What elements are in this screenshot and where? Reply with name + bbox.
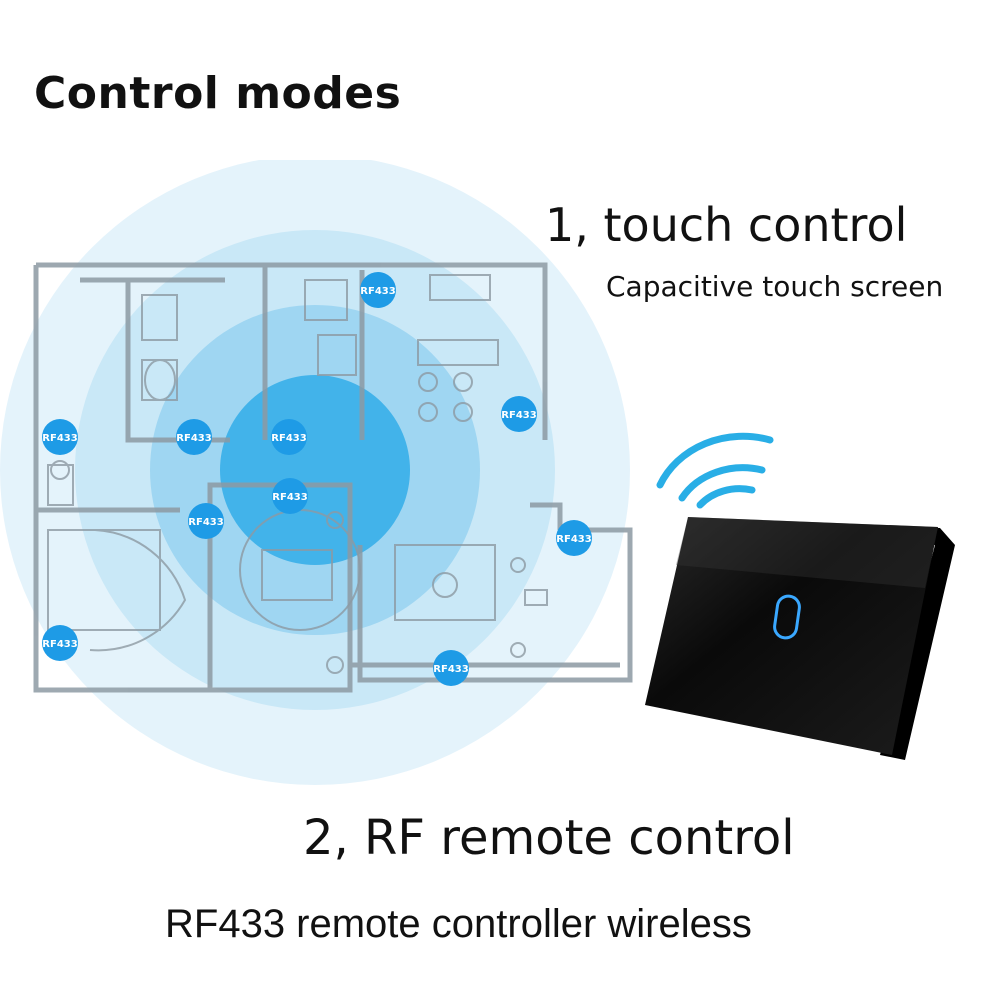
rf433-nodes: RF433 RF433 RF433 RF433 RF433 RF433 RF43…: [42, 272, 592, 686]
rf433-node: RF433: [176, 419, 212, 455]
rf433-node-label: RF433: [556, 534, 591, 545]
rf433-node-label: RF433: [360, 286, 395, 297]
floor-plan-diagram: RF433 RF433 RF433 RF433 RF433 RF433 RF43…: [0, 160, 633, 785]
rf433-node: RF433: [501, 396, 537, 432]
touch-switch-device: [645, 432, 955, 760]
plan-walls: [33, 262, 633, 693]
rf433-node-label: RF433: [501, 410, 536, 421]
coverage-core: [220, 375, 410, 565]
rf433-node-label: RF433: [42, 433, 77, 444]
touch-control-subtitle: Capacitive touch screen: [606, 270, 944, 303]
rf433-node: RF433: [556, 520, 592, 556]
rf433-node: RF433: [271, 419, 307, 455]
rf-control-subtitle: RF433 remote controller wireless: [165, 902, 752, 946]
rf433-node-label: RF433: [271, 433, 306, 444]
rf433-node: RF433: [360, 272, 396, 308]
rf433-node-label: RF433: [42, 639, 77, 650]
touch-control-heading: 1, touch control: [545, 198, 908, 252]
touch-button-ring: [773, 594, 801, 640]
rf433-node: RF433: [188, 503, 224, 539]
rf433-node-label: RF433: [433, 664, 468, 675]
rf433-node-label: RF433: [188, 517, 223, 528]
rf433-node: RF433: [272, 478, 308, 514]
rf-control-heading: 2, RF remote control: [303, 810, 795, 866]
page-title: Control modes: [34, 68, 402, 119]
rf433-node: RF433: [42, 419, 78, 455]
rf433-node-label: RF433: [272, 492, 307, 503]
rf433-node: RF433: [42, 625, 78, 661]
rf433-node-label: RF433: [176, 433, 211, 444]
wireless-signal-icon: [656, 432, 774, 509]
rf433-node: RF433: [433, 650, 469, 686]
